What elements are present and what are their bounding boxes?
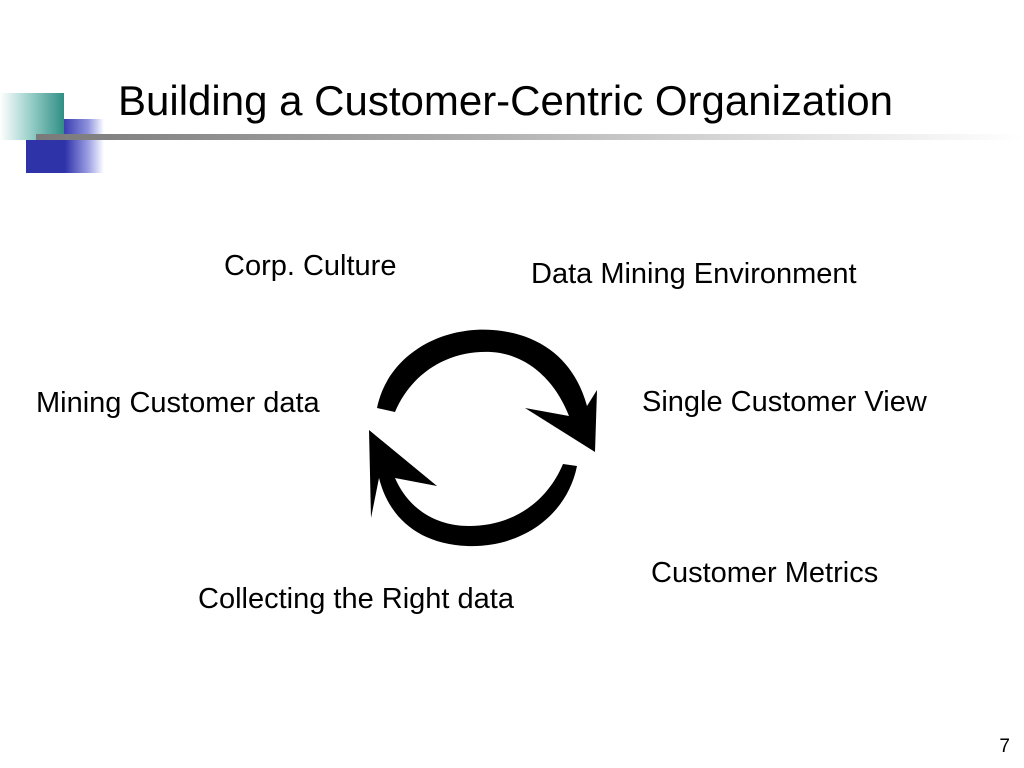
page-number: 7 <box>999 736 1010 757</box>
label-customer-metrics: Customer Metrics <box>651 557 879 589</box>
bottom-arc-arrow <box>369 430 577 547</box>
label-corp-culture: Corp. Culture <box>224 250 397 282</box>
circular-arrows-icon <box>369 329 597 547</box>
title-underline-rule <box>36 134 1024 140</box>
slide-title: Building a Customer-Centric Organization <box>118 77 894 124</box>
label-single-customer-view: Single Customer View <box>642 386 927 418</box>
label-collecting-right-data: Collecting the Right data <box>198 583 514 615</box>
label-data-mining-environment: Data Mining Environment <box>531 258 857 290</box>
header-blue-square <box>26 140 104 173</box>
label-mining-customer-data: Mining Customer data <box>36 387 320 419</box>
top-arc-arrow <box>377 329 597 452</box>
header-teal-square <box>0 93 64 140</box>
